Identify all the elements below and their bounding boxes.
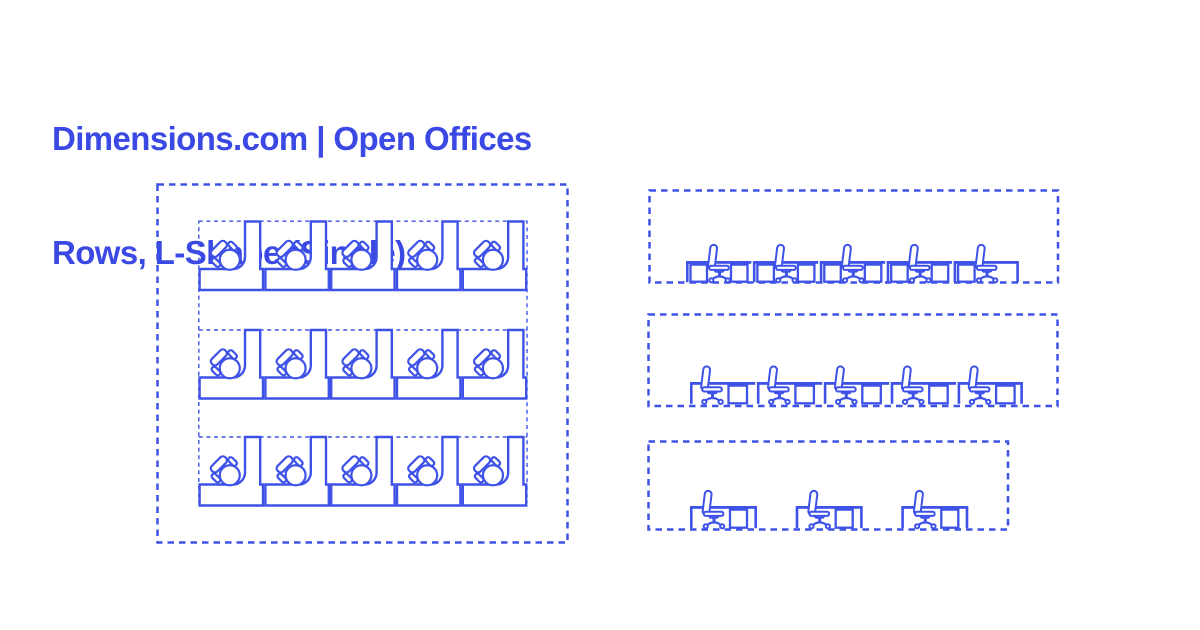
elevation-desk: [756, 365, 823, 406]
l-shape-desk-plan: [330, 435, 396, 507]
l-shape-desk-plan: [198, 435, 265, 507]
elevation-desk: [823, 365, 890, 406]
desk-chair-top-icon: [341, 239, 373, 271]
l-shape-desk-plan: [395, 328, 462, 400]
desk-pedestal: [823, 263, 842, 283]
desk-chair-top-icon: [407, 239, 439, 271]
desk-pedestal: [834, 508, 854, 529]
elevation-desk: [901, 489, 969, 530]
desk-pedestal: [994, 384, 1016, 405]
elevation-desk: [795, 489, 863, 530]
desk-chair-top-icon: [275, 239, 307, 271]
elevation-2-boundary: [647, 313, 1059, 408]
desk-chair-top-icon: [209, 455, 241, 487]
desk-chair-side-icon: [833, 365, 858, 406]
elevation-desk: [890, 365, 956, 406]
desk-pedestal: [861, 384, 882, 405]
floor-plan-panel: [156, 183, 569, 544]
desk-chair-side-icon: [840, 243, 865, 284]
desk-chair-side-icon: [912, 489, 937, 530]
desk-pedestal: [728, 508, 749, 529]
desk-chair-top-icon: [472, 348, 505, 380]
elevation-desk: [690, 489, 757, 530]
l-shape-desk-plan: [461, 220, 528, 292]
l-shape-desk-plan: [330, 328, 396, 400]
desk-chair-top-icon: [275, 348, 307, 380]
plan-boundary: [156, 183, 569, 544]
desk-chair-top-icon: [341, 348, 373, 380]
elevation-panel-2: [647, 313, 1059, 408]
plan-desk-row: [198, 328, 528, 400]
elevation-panel-1: [648, 189, 1060, 284]
desk-chair-top-icon: [209, 239, 241, 271]
elevation-desk: [686, 243, 752, 284]
elevation-desk: [886, 243, 952, 284]
elevation-desk: [752, 243, 819, 284]
desk-pedestal: [729, 263, 749, 283]
desk-chair-top-icon: [275, 455, 307, 487]
desk-pedestal: [756, 263, 776, 283]
elevation-desk: [957, 365, 1023, 406]
l-shape-desk-plan: [395, 220, 462, 292]
elevation-desk-run: [690, 489, 969, 530]
desk-pedestal: [796, 263, 816, 283]
plan-desk-row: [198, 220, 528, 292]
l-shape-desk-plan: [461, 435, 528, 507]
desk-chair-top-icon: [341, 455, 373, 487]
desk-chair-top-icon: [407, 348, 439, 380]
desk-chair-top-icon: [472, 455, 505, 487]
desk-pedestal: [890, 263, 909, 283]
desk-chair-side-icon: [700, 365, 724, 406]
desk-chair-side-icon: [907, 243, 932, 284]
desk-chair-side-icon: [707, 243, 731, 284]
page-title-line-1: Dimensions.com | Open Offices: [52, 120, 532, 157]
elevation-desk: [819, 243, 886, 284]
desk-chair-top-icon: [209, 348, 241, 380]
elevation-desk: [690, 365, 756, 406]
l-shape-desk-plan: [330, 220, 396, 292]
desk-pedestal: [956, 263, 976, 283]
elevation-desk: [953, 243, 1019, 284]
desk-pedestal: [689, 263, 709, 283]
l-shape-desk-plan: [395, 435, 462, 507]
desk-chair-side-icon: [900, 365, 925, 406]
l-shape-desk-plan: [198, 220, 265, 292]
plan-desk-row: [198, 435, 528, 507]
elevation-desk-run: [690, 365, 1023, 406]
desk-pedestal: [940, 508, 960, 529]
elevation-1-boundary: [648, 189, 1060, 284]
desk-pedestal: [727, 384, 749, 405]
l-shape-desk-plan: [264, 435, 330, 507]
desk-chair-top-icon: [472, 239, 505, 271]
desk-pedestal: [928, 384, 949, 405]
desk-chair-top-icon: [407, 455, 439, 487]
desk-chair-side-icon: [701, 489, 726, 530]
l-shape-desk-plan: [198, 328, 265, 400]
elevation-desk-run: [686, 243, 1019, 284]
elevation-3-boundary: [647, 440, 1010, 531]
l-shape-desk-plan: [264, 220, 330, 292]
l-shape-desk-plan: [264, 328, 330, 400]
desk-chair-side-icon: [774, 243, 798, 284]
desk-chair-side-icon: [807, 489, 832, 530]
desk-chair-side-icon: [974, 243, 999, 284]
desk-chair-side-icon: [767, 365, 791, 406]
l-shape-desk-plan: [461, 328, 528, 400]
elevation-panel-3: [647, 440, 1010, 531]
desk-pedestal: [863, 263, 883, 283]
desk-chair-side-icon: [967, 365, 992, 406]
desk-pedestal: [794, 384, 816, 405]
desk-pedestal: [930, 263, 950, 283]
